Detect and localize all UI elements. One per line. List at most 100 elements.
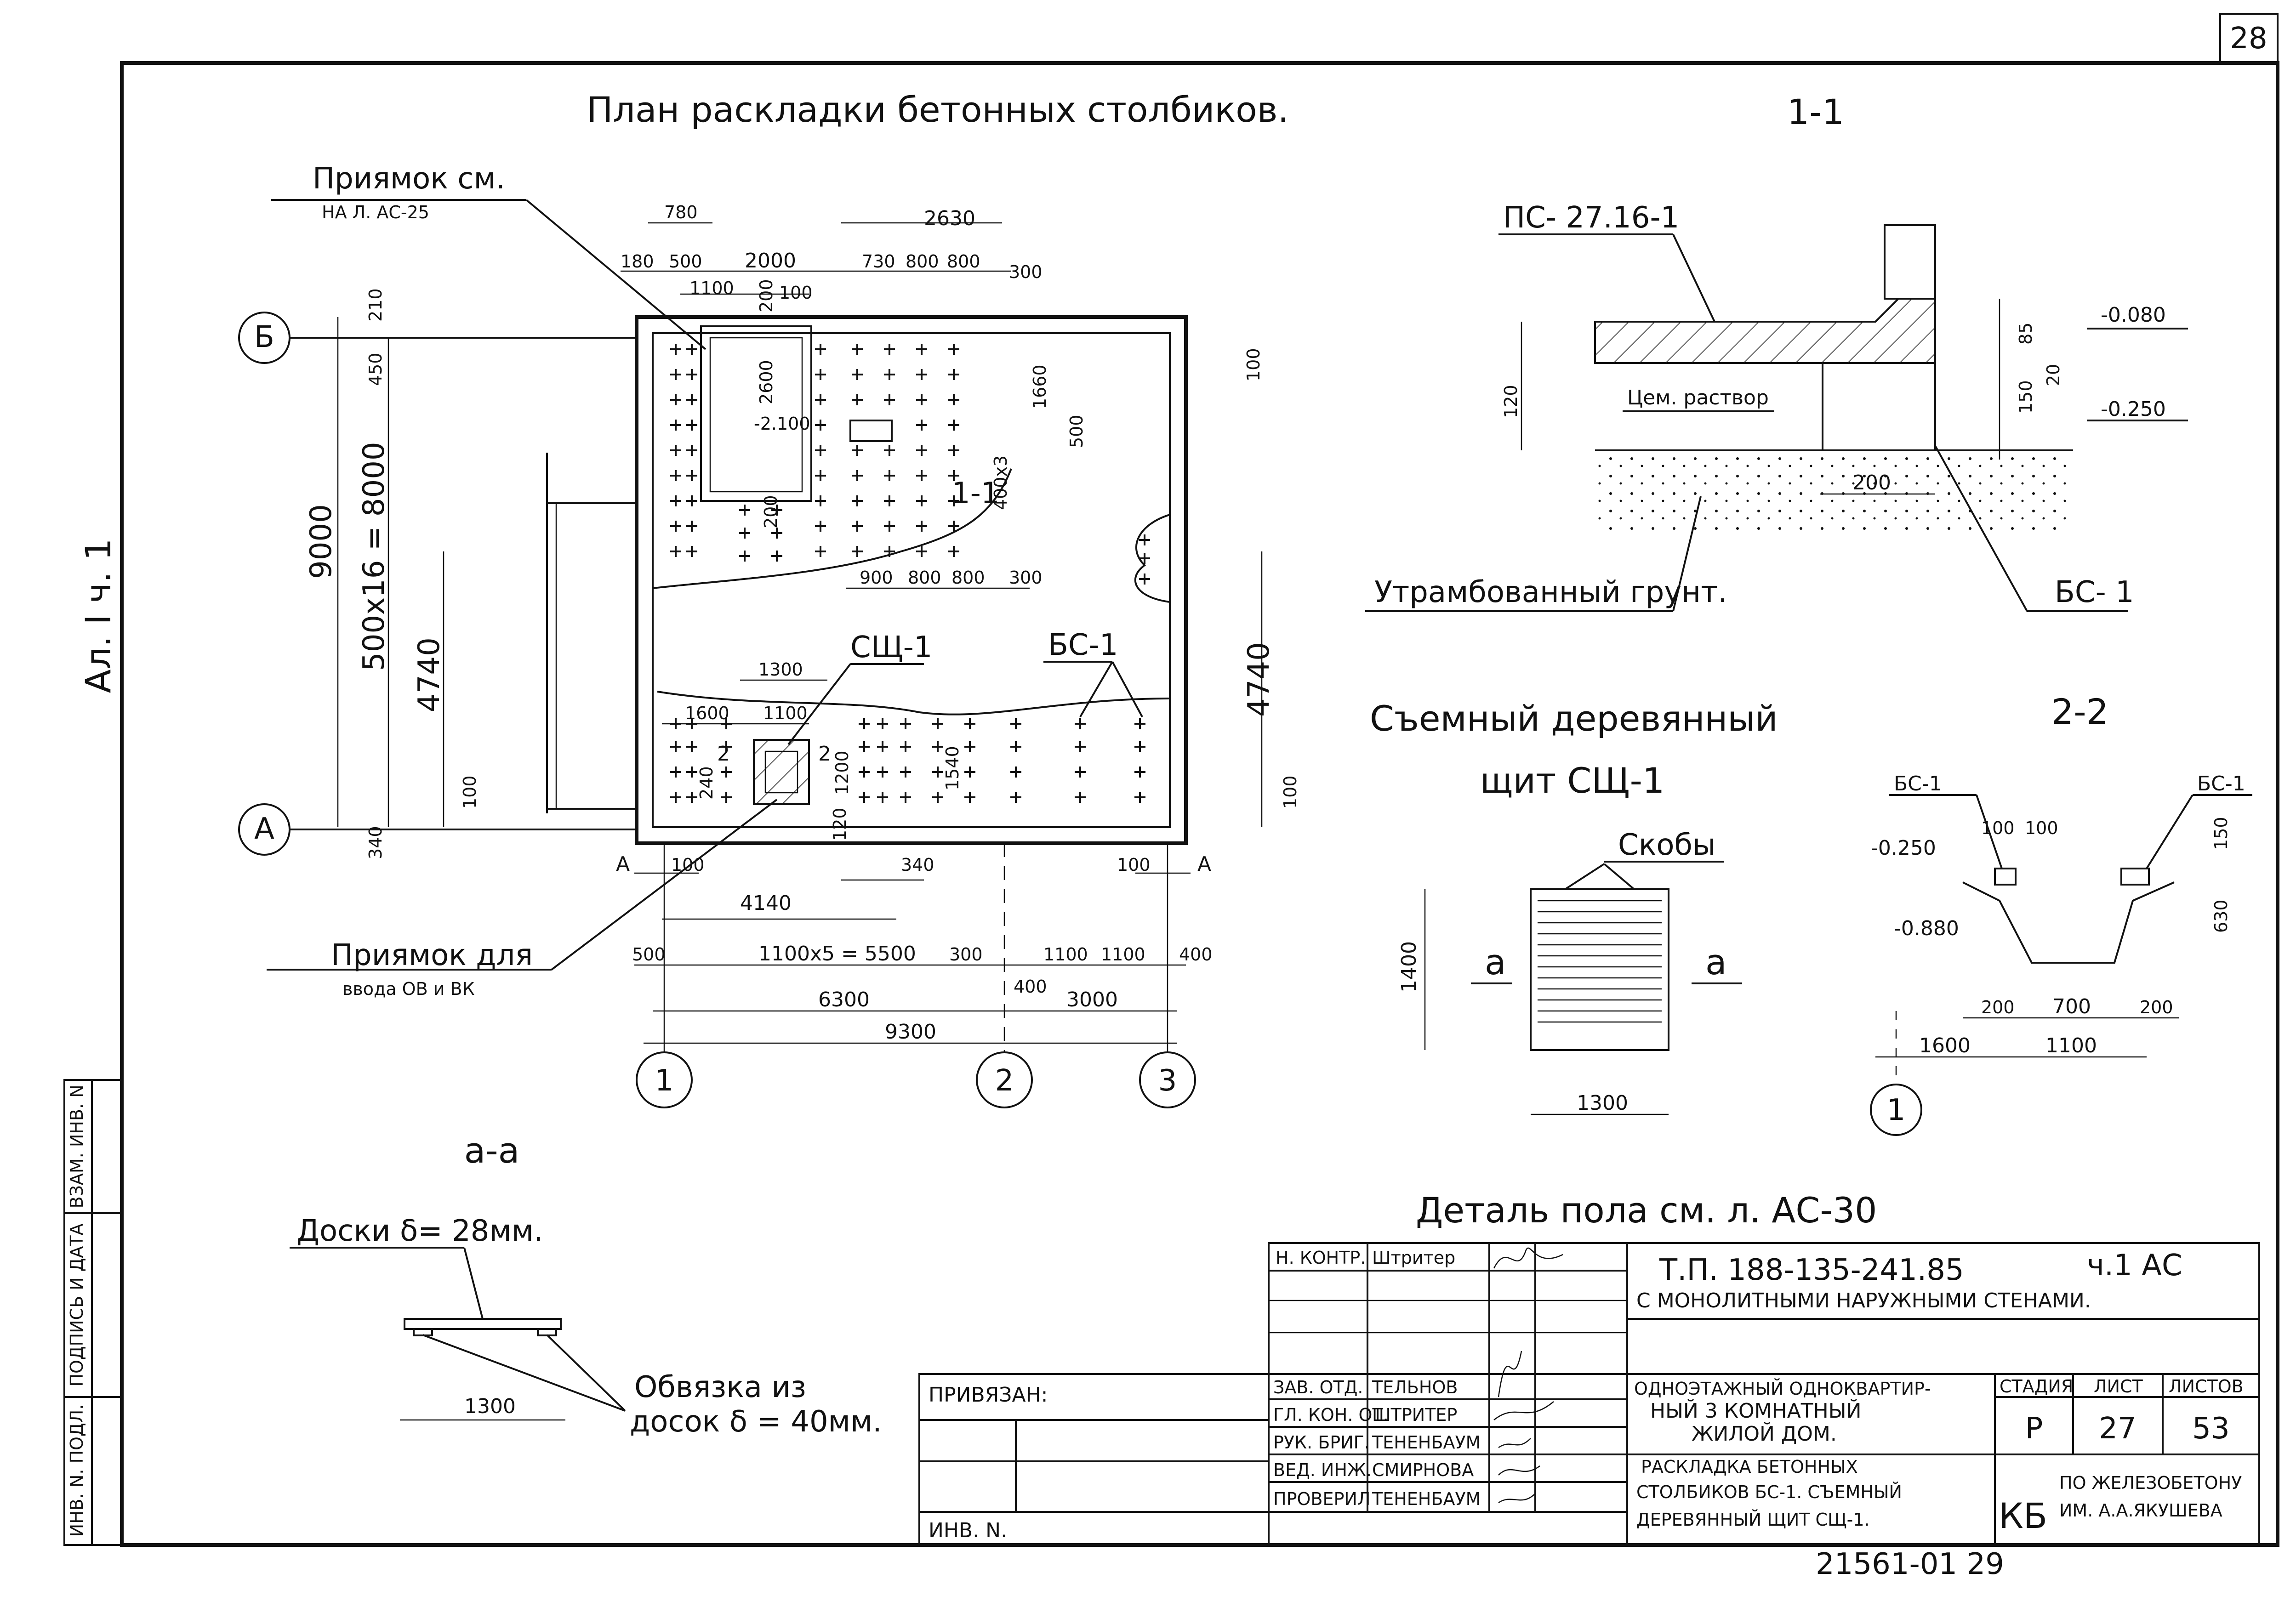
org-line1: ПО ЖЕЛЕЗОБЕТОНУ — [2059, 1473, 2242, 1493]
building-line2: НЫЙ 3 КОМНАТНЫЙ — [1650, 1398, 1862, 1423]
dim-in-120: 120 — [830, 807, 850, 841]
building-line1: ОДНОЭТАЖНЫЙ ОДНОКВАРТИР- — [1634, 1379, 1931, 1399]
dim-right-4740: 4740 — [1242, 642, 1276, 717]
board-panel — [404, 1318, 562, 1330]
dim-in-900: 900 — [860, 568, 893, 588]
dim-top-300: 300 — [1009, 262, 1043, 282]
cut-a-right: а — [1705, 942, 1727, 982]
dim-bot-100b: 100 — [1117, 855, 1151, 875]
dim-top-2630: 2630 — [924, 207, 975, 230]
role-ved-inzh: ВЕД. ИНЖ. — [1273, 1460, 1372, 1480]
org-line2: ИМ. А.А.ЯКУШЕВА — [2059, 1500, 2222, 1521]
dim-200: 200 — [1852, 471, 1891, 494]
section-a-a: а-а Доски δ= 28мм. Обвязка из досок δ = … — [290, 1130, 882, 1439]
dim22-1600: 1600 — [1919, 1034, 1971, 1057]
trench — [1962, 881, 2175, 964]
floor-slab — [1594, 298, 1936, 364]
callout-pit2-line1: Приямок для — [331, 938, 533, 972]
dim-bot-300: 300 — [949, 944, 983, 965]
svg-text:Б: Б — [254, 320, 274, 354]
building-line3: ЖИЛОЙ ДОМ. — [1692, 1421, 1837, 1446]
label-binding-1: Обвязка из — [634, 1370, 806, 1404]
label-binding-2: досок δ = 40мм. — [630, 1405, 882, 1439]
sheet-title-2: СТОЛБИКОВ БС-1. СЪЕМНЫЙ — [1636, 1482, 1902, 1502]
label-ps: ПС- 27.16-1 — [1503, 201, 1679, 235]
dim22-630: 630 — [2211, 899, 2231, 933]
privyazan: ПРИВЯЗАН: — [929, 1383, 1048, 1407]
dim-bot-340: 340 — [901, 855, 934, 875]
role-ruk-brig: РУК. БРИГ. — [1273, 1432, 1370, 1453]
dim-top-780: 780 — [664, 202, 698, 222]
level-1: -0.080 — [2101, 303, 2166, 327]
dim-in-1300: 1300 — [758, 659, 803, 680]
inv-no: ИНВ. N. — [929, 1519, 1007, 1542]
svg-text:2: 2 — [995, 1064, 1014, 1098]
side-label-replace: ВЗАМ. ИНВ. N — [67, 1085, 87, 1208]
dim-120: 120 — [1501, 385, 1521, 418]
dim-right-100b: 100 — [1280, 775, 1300, 809]
dim-top-200: 200 — [756, 279, 776, 312]
dim-20: 20 — [2043, 364, 2063, 386]
post-left — [1994, 868, 2017, 886]
org-logo: КБ — [1999, 1495, 2047, 1536]
dim22-700: 700 — [2052, 995, 2091, 1018]
svg-text:3: 3 — [1158, 1064, 1177, 1098]
signature-1 — [1493, 1247, 1563, 1269]
section-a-right: А — [1197, 852, 1211, 876]
shield-panel — [1530, 888, 1669, 1051]
label-sch: СЩ-1 — [850, 630, 933, 664]
dim-bot-4140: 4140 — [740, 891, 792, 915]
sheet-frame: 28 Ал. I ч. 1 ИНВ. N. ПОДЛ. ПОДПИСЬ И ДА… — [63, 13, 2279, 1547]
signature-3 — [1498, 1438, 1540, 1504]
dim-bot-100a: 100 — [671, 855, 705, 875]
section-mark-2-left: 2 — [717, 742, 730, 766]
name-zav-otd: ТЕЛЬНОВ — [1372, 1377, 1458, 1397]
dim-left-210: 210 — [365, 288, 386, 322]
name-n-kontr: Штритер — [1372, 1248, 1455, 1268]
name-ved-inzh: СМИРНОВА — [1372, 1460, 1474, 1480]
project-part: ч.1 АС — [2087, 1249, 2182, 1283]
plan-outer-wall — [635, 315, 1188, 845]
dim22-1100: 1100 — [2045, 1034, 2097, 1057]
dim-bot-400a: 400 — [1014, 977, 1047, 997]
dim-in-800a: 800 — [908, 568, 941, 588]
section-mark: 1-1 — [951, 477, 1000, 511]
dim-in-1100: 1100 — [763, 703, 808, 723]
dim22-100b: 100 — [2025, 818, 2058, 838]
label-mortar: Цем. раствор — [1627, 386, 1769, 409]
label-bs-left: БС-1 — [1894, 772, 1942, 795]
svg-text:1: 1 — [655, 1064, 674, 1098]
role-n-kontr: Н. КОНТР. — [1276, 1248, 1366, 1268]
dim-left-100: 100 — [460, 775, 480, 809]
name-proveril: ТЕНЕНБАУМ — [1372, 1489, 1481, 1509]
sheet-value: 27 — [2099, 1412, 2136, 1446]
shield-dim-1400: 1400 — [1397, 941, 1421, 993]
shield-slats — [1538, 900, 1662, 1023]
sheet-title-1: РАСКЛАДКА БЕТОННЫХ — [1641, 1457, 1858, 1477]
dim-in-800b: 800 — [951, 568, 985, 588]
axis-1: 1 — [636, 843, 693, 1108]
dim-left-340: 340 — [365, 826, 386, 859]
plan-inner-wall — [652, 332, 1171, 828]
role-proveril: ПРОВЕРИЛ — [1273, 1489, 1370, 1509]
svg-text:А: А — [254, 812, 274, 846]
side-label-inv: ИНВ. N. ПОДЛ. — [67, 1404, 87, 1537]
section-aa-title: а-а — [464, 1130, 520, 1171]
plan-title: План раскладки бетонных столбиков. — [587, 89, 1288, 130]
shield-sch1: Съемный деревянный щит СЩ-1 Скобы а а 14… — [1370, 698, 1778, 1115]
callout-pit1-line2: НА Л. АС-25 — [322, 202, 429, 222]
dim-85: 85 — [2016, 323, 2036, 345]
post-right — [2120, 868, 2150, 886]
dim22-150: 150 — [2211, 817, 2231, 850]
section-a-left: А — [616, 852, 630, 876]
pit-2 — [753, 739, 810, 805]
section11-title: 1-1 — [1787, 91, 1844, 132]
label-brackets: Скобы — [1618, 828, 1716, 862]
dim-bot-5500: 1100x5 = 5500 — [758, 942, 916, 965]
name-ruk-brig: ТЕНЕНБАУМ — [1372, 1432, 1481, 1453]
dim-bot-1100a: 1100 — [1043, 944, 1088, 965]
dim22-200b: 200 — [2140, 997, 2173, 1017]
label-bs: БС-1 — [1048, 628, 1118, 662]
dim-150: 150 — [2016, 380, 2036, 414]
dim22-100a: 100 — [1981, 818, 2015, 838]
